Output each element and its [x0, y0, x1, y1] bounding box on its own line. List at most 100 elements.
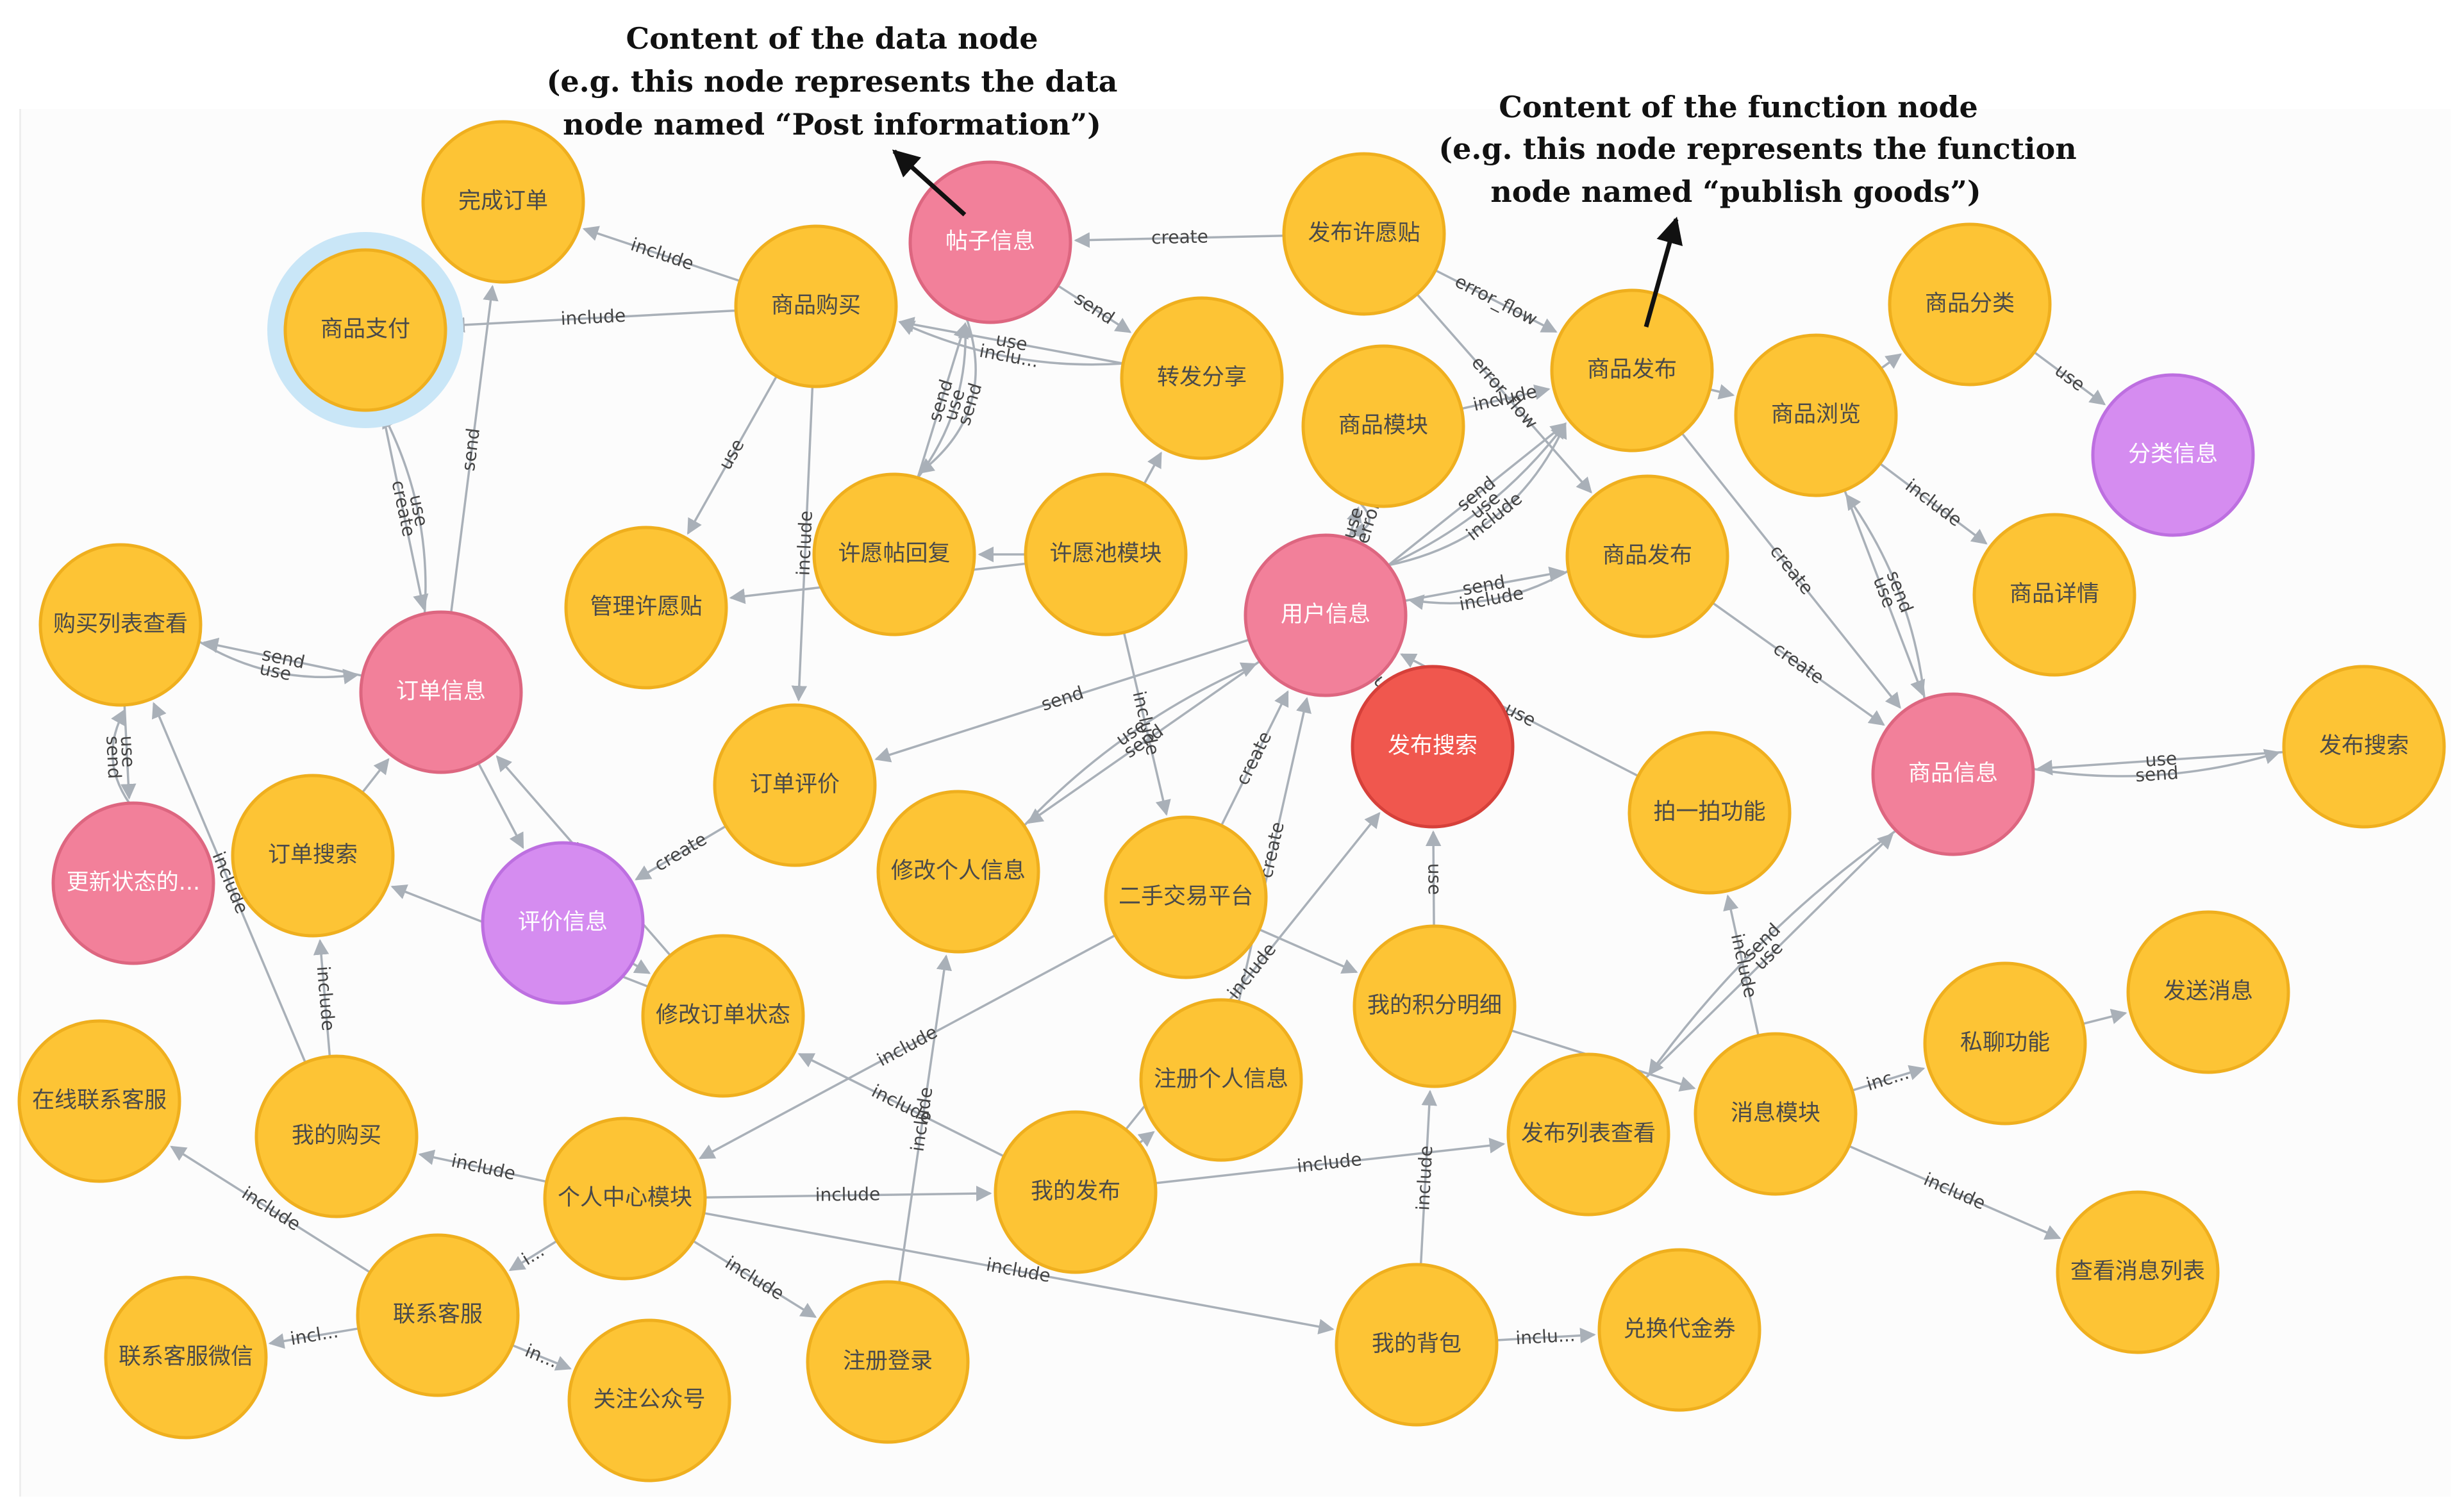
node-circle[interactable]	[1104, 815, 1268, 979]
edge-n39-n41[interactable]	[508, 1240, 558, 1272]
graph-node-function[interactable]: 修改个人信息	[876, 790, 1040, 954]
graph-node-function[interactable]: 商品模块	[1301, 344, 1465, 508]
graph-node-function[interactable]: 许愿帖回复	[812, 472, 976, 636]
edge-n28-n16[interactable]	[1023, 662, 1258, 827]
edge-n26-n19[interactable]	[361, 758, 390, 793]
graph-node-function[interactable]: 二手交易平台	[1104, 815, 1268, 979]
graph-node-function[interactable]: 商品浏览	[1734, 333, 1898, 497]
edge-n5-n4[interactable]	[1074, 232, 1285, 248]
graph-node-function[interactable]: 商品发布	[1550, 288, 1714, 453]
node-circle[interactable]	[1550, 288, 1714, 453]
node-circle[interactable]	[2126, 910, 2290, 1074]
node-circle[interactable]	[1244, 533, 1408, 697]
edge-n29-n39[interactable]	[699, 934, 1116, 1159]
node-circle[interactable]	[254, 1054, 419, 1218]
graph-node-function[interactable]: 我的背包	[1335, 1263, 1499, 1427]
edge-n38-n22[interactable]	[1723, 894, 1760, 1036]
edge-n16-n8[interactable]	[1387, 422, 1567, 567]
graph-node-function[interactable]: 购买列表查看	[38, 543, 203, 707]
graph-node-function[interactable]: 拍一拍功能	[1627, 731, 1792, 895]
node-circle[interactable]	[231, 774, 395, 938]
node-circle[interactable]	[1139, 998, 1303, 1162]
node-circle[interactable]	[51, 801, 215, 965]
node-circle[interactable]	[1923, 961, 2087, 1125]
node-circle[interactable]	[713, 703, 877, 867]
node-circle[interactable]	[2282, 665, 2446, 829]
edge-n19-n2[interactable]	[381, 412, 427, 614]
edge-n8-n9[interactable]	[1710, 384, 1735, 400]
graph-node-function[interactable]: 注册登录	[806, 1280, 970, 1444]
graph-node-function[interactable]: 商品详情	[1972, 513, 2136, 677]
edge-n19-n1[interactable]	[449, 285, 499, 613]
edge-n3-n2[interactable]	[449, 309, 737, 333]
graph-node-function[interactable]: 关注公众号	[567, 1318, 731, 1482]
node-circle[interactable]	[1353, 924, 1517, 1088]
graph-node-search[interactable]: 发布搜索	[1351, 665, 1515, 829]
graph-node-function[interactable]: 消息模块	[1694, 1032, 1858, 1196]
edge-n5-n8[interactable]	[1435, 269, 1558, 333]
graph-node-function[interactable]: 商品分类	[1888, 222, 2052, 386]
graph-node-function[interactable]: 发布列表查看	[1506, 1052, 1670, 1217]
edge-n41-n43[interactable]	[268, 1327, 360, 1349]
edge-n16-n28[interactable]	[1027, 660, 1261, 824]
edge-n18-n19[interactable]	[198, 640, 360, 685]
edge-n40-n37[interactable]	[1155, 1138, 1506, 1184]
graph-node-function[interactable]: 发送消息	[2126, 910, 2290, 1074]
edge-n15-n29[interactable]	[1122, 632, 1171, 816]
edge-n9-n23[interactable]	[1843, 490, 1926, 697]
edge-n29-n16[interactable]	[1220, 690, 1289, 826]
node-circle[interactable]	[567, 1318, 731, 1482]
edge-n38-n42[interactable]	[1848, 1145, 2061, 1240]
edge-n23-n9[interactable]	[1845, 494, 1926, 700]
graph-node-function[interactable]: 在线联系客服	[17, 1019, 181, 1183]
graph-node-function[interactable]: 管理许愿贴	[564, 526, 728, 690]
graph-node-function[interactable]: 私聊功能	[1923, 961, 2087, 1125]
node-circle[interactable]	[543, 1117, 707, 1281]
edge-n23-n24[interactable]	[2033, 749, 2281, 777]
edge-n45-n28[interactable]	[898, 954, 953, 1283]
graph-node-function[interactable]: 商品发布	[1565, 474, 1729, 638]
node-circle[interactable]	[1024, 472, 1188, 636]
graph-node-info[interactable]: 分类信息	[2091, 373, 2255, 537]
graph-node-function[interactable]: 我的积分明细	[1353, 924, 1517, 1088]
edge-n39-n40[interactable]	[704, 1185, 992, 1202]
edge-n6-n3[interactable]	[898, 317, 1124, 365]
edge-n3-n1[interactable]	[582, 226, 740, 283]
node-circle[interactable]	[1282, 152, 1446, 316]
graph-node-data[interactable]: 更新状态的...	[51, 801, 215, 965]
node-circle[interactable]	[1627, 731, 1792, 895]
edge-n3-n13[interactable]	[687, 376, 778, 535]
edge-n24-n23[interactable]	[2036, 751, 2285, 776]
node-circle[interactable]	[283, 248, 447, 412]
graph-node-info[interactable]: 评价信息	[481, 841, 645, 1005]
node-circle[interactable]	[1120, 296, 1284, 460]
graph-node-function[interactable]: 修改订单状态	[641, 934, 805, 1098]
node-circle[interactable]	[1351, 665, 1515, 829]
graph-node-function[interactable]: 商品购买	[734, 224, 898, 388]
edge-n17-n23[interactable]	[1711, 602, 1885, 726]
edge-n5-n17[interactable]	[1416, 293, 1592, 494]
graph-node-data[interactable]: 商品信息	[1871, 692, 2035, 856]
node-circle[interactable]	[1888, 222, 2052, 386]
graph-node-function[interactable]: 我的购买	[254, 1054, 419, 1218]
node-circle[interactable]	[876, 790, 1040, 954]
graph-node-data[interactable]: 订单信息	[359, 610, 523, 774]
node-circle[interactable]	[1694, 1032, 1858, 1196]
node-circle[interactable]	[1871, 692, 2035, 856]
graph-node-function[interactable]: 联系客服	[356, 1233, 520, 1397]
edge-n39-n45[interactable]	[692, 1240, 817, 1318]
graph-node-function[interactable]: 完成订单	[421, 120, 585, 284]
edge-n46-n31[interactable]	[1419, 1090, 1438, 1265]
edge-n9-n12[interactable]	[1879, 462, 1988, 545]
graph-node-function[interactable]: 兑换代金券	[1597, 1248, 1761, 1412]
edge-n41-n34[interactable]	[170, 1145, 371, 1274]
graph-node-function[interactable]: 个人中心模块	[543, 1117, 707, 1281]
node-circle[interactable]	[38, 543, 203, 707]
edge-n16-n8[interactable]	[1387, 422, 1567, 567]
graph-node-function[interactable]: 商品支付	[267, 232, 463, 428]
edge-n2-n19[interactable]	[380, 408, 429, 611]
edge-n16-n8[interactable]	[1388, 422, 1567, 567]
edge-n7-n8[interactable]	[1461, 384, 1551, 410]
edge-n39-n35[interactable]	[418, 1149, 547, 1183]
